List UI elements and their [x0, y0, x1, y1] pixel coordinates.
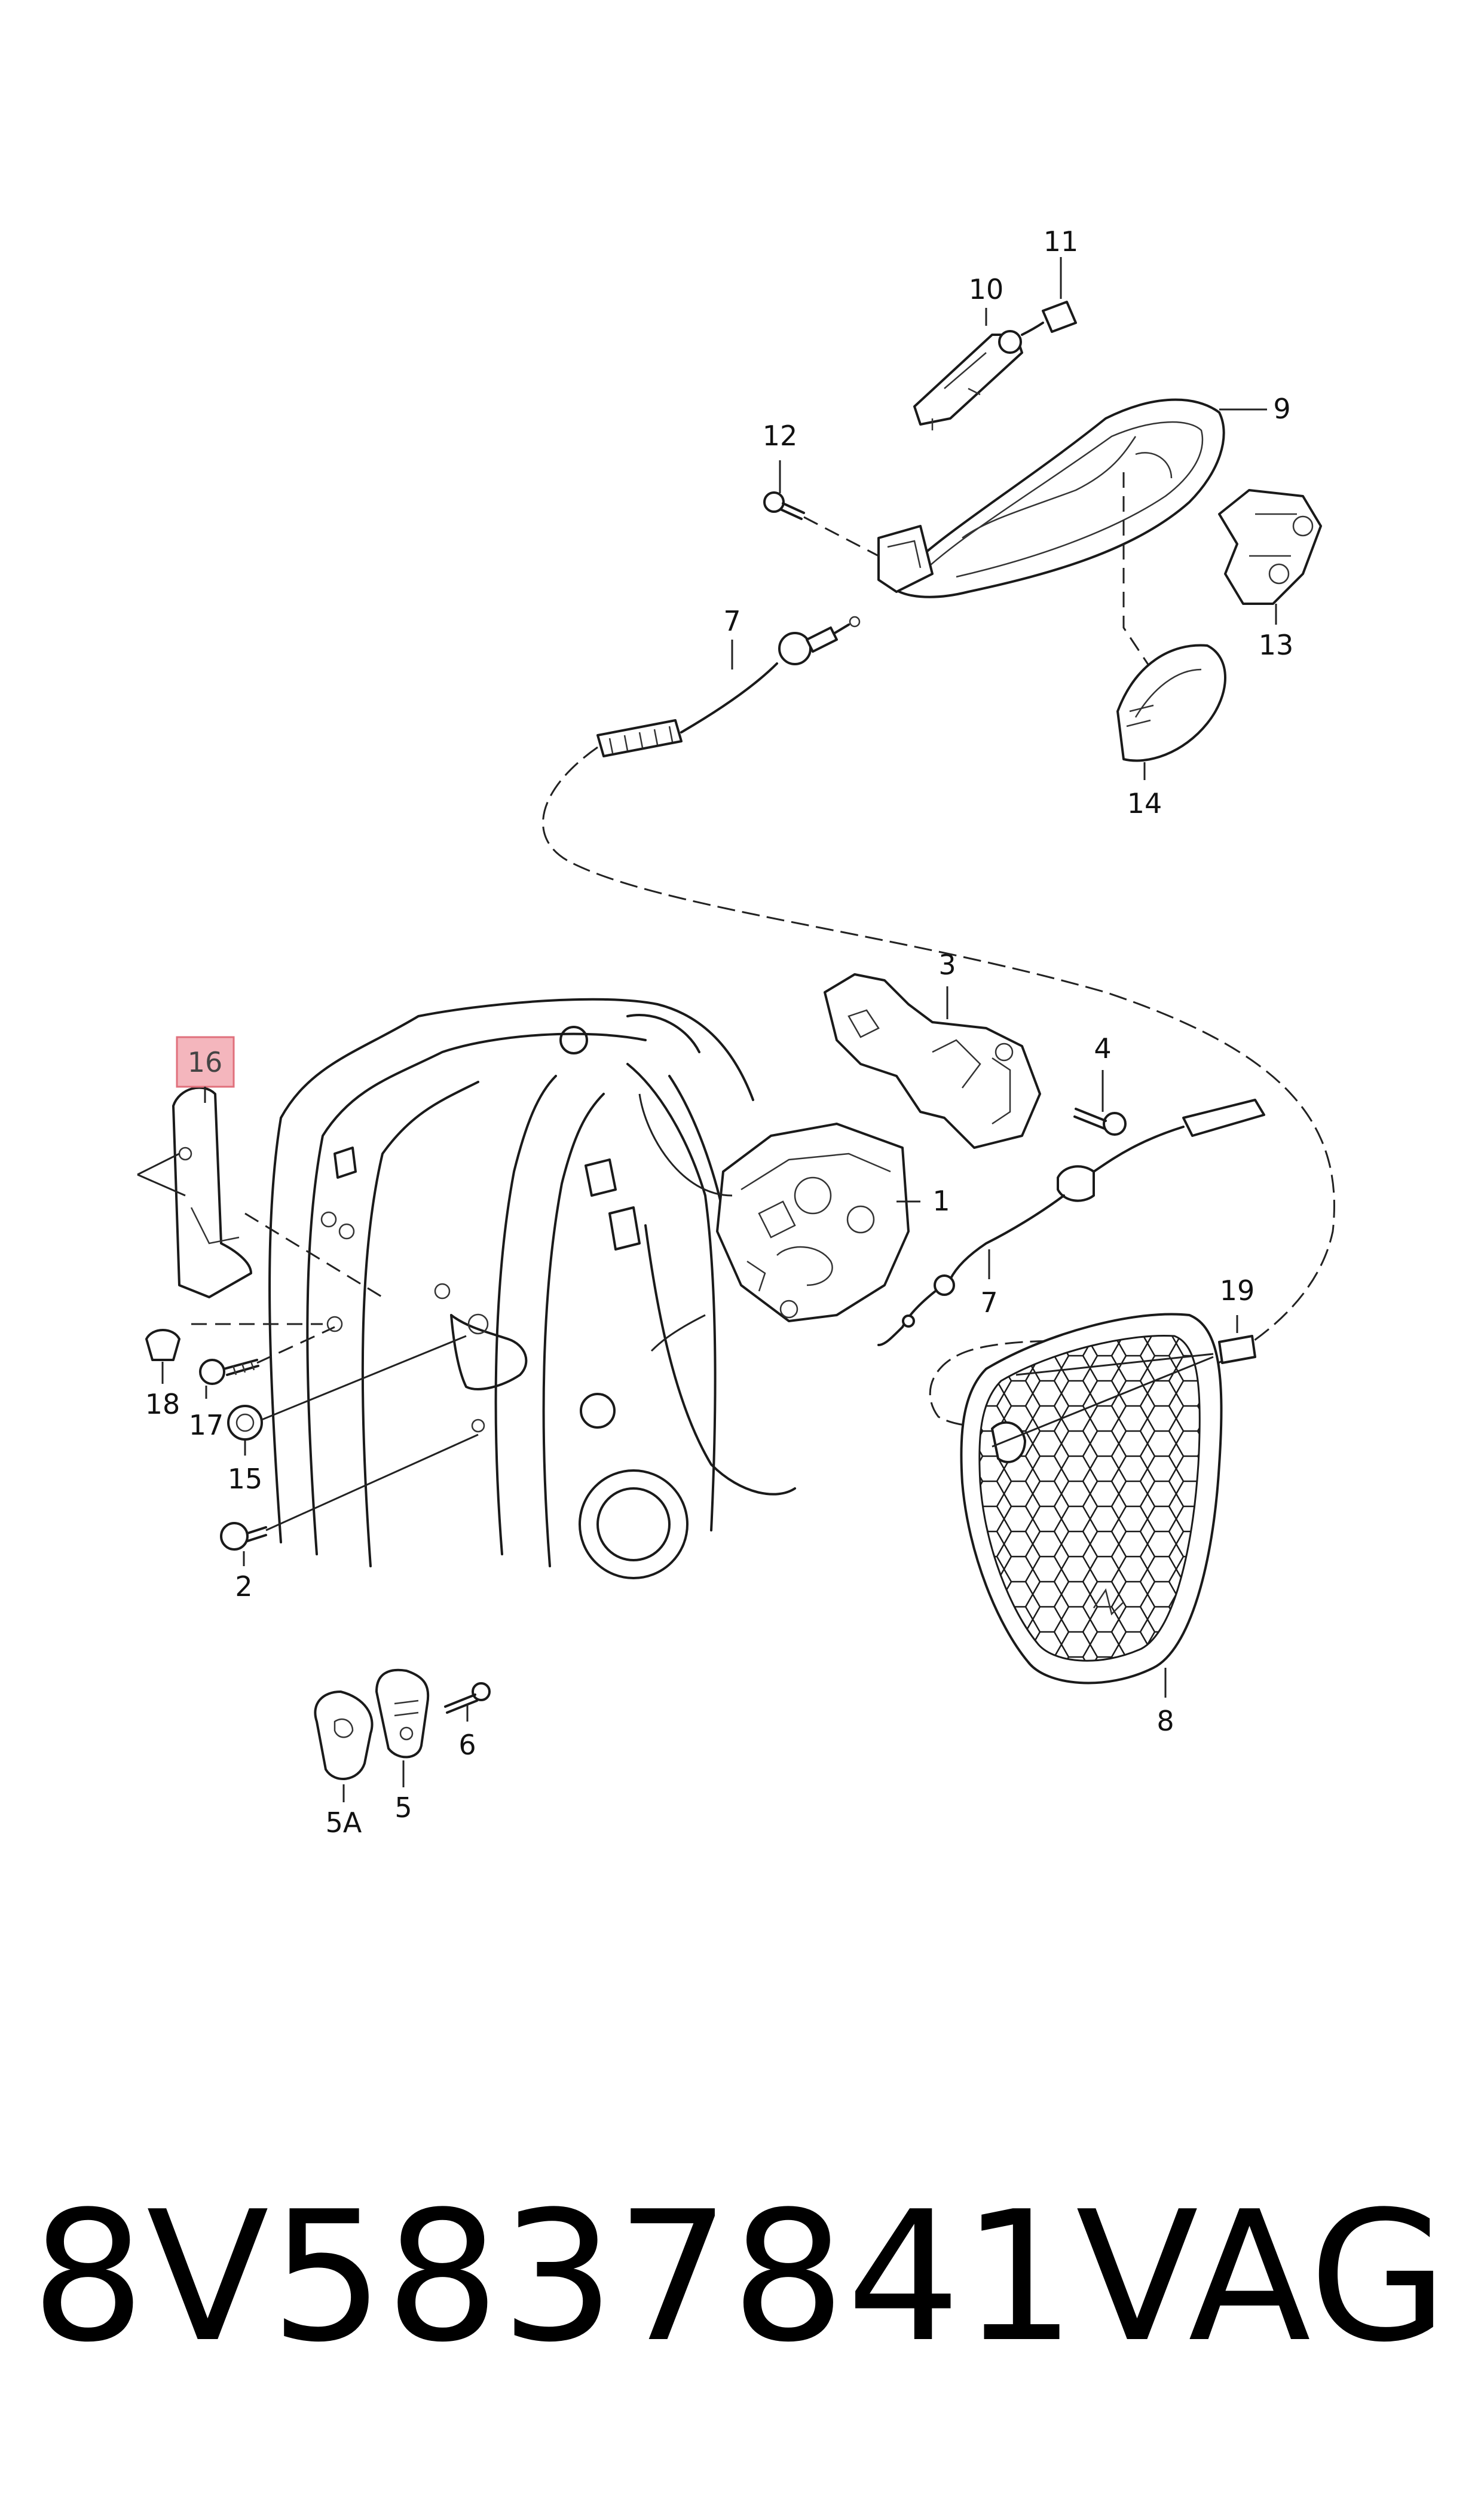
- callout-10: 10: [969, 273, 1004, 305]
- part-2-bolt: [220, 1433, 479, 1566]
- callout-5: 5: [394, 1792, 412, 1824]
- part-17-screw: [199, 1326, 335, 1399]
- callout-16: 16: [188, 1046, 223, 1078]
- part-8-speaker-grille: [960, 1313, 1223, 1698]
- callout-1: 1: [932, 1185, 950, 1217]
- part-5-striker: [375, 1668, 430, 1787]
- callout-14: 14: [1127, 787, 1162, 820]
- part-13-lock-switch: [1218, 489, 1322, 625]
- part-5a-plate: [314, 1690, 374, 1802]
- cable-route-dashed: [542, 746, 1335, 1428]
- callout-8: 8: [1156, 1705, 1174, 1737]
- part-7-upper-cable: [596, 616, 861, 757]
- part-9-inner-handle: [877, 398, 1267, 682]
- part-3-lock-cover: [824, 973, 1041, 1149]
- callout-15: 15: [228, 1463, 263, 1495]
- brand-label: VAG: [1076, 2173, 1449, 2382]
- callout-7-upper: 7: [723, 605, 741, 637]
- callout-6: 6: [458, 1729, 476, 1761]
- door-frame-outline: [268, 998, 796, 1579]
- part-4-screw: [1073, 1070, 1127, 1136]
- callout-5a: 5A: [326, 1806, 362, 1839]
- part-7-lower-cable: [877, 1099, 1265, 1346]
- callout-13: 13: [1259, 629, 1294, 661]
- callout-2: 2: [235, 1570, 252, 1603]
- part-14-bezel: [1116, 644, 1226, 780]
- callout-12: 12: [763, 420, 798, 452]
- part-12-screw: [763, 460, 879, 557]
- callout-9: 9: [1273, 393, 1290, 425]
- callout-18: 18: [145, 1388, 180, 1420]
- part-6-screw: [444, 1682, 491, 1722]
- part-1-door-lock: [638, 1093, 920, 1352]
- part-18-clip: [145, 1329, 180, 1384]
- part-number: 8V5837841: [31, 2173, 1078, 2382]
- callout-17: 17: [189, 1409, 224, 1441]
- callout-7-lower: 7: [980, 1286, 998, 1319]
- part-10-handle-insert: [913, 308, 1023, 430]
- callout-11: 11: [1044, 225, 1079, 258]
- part-19-clip: [992, 1315, 1256, 1448]
- part-11-connector: [1021, 257, 1077, 336]
- callout-4: 4: [1094, 1032, 1111, 1065]
- part-16-trim-cover: [137, 1086, 252, 1298]
- part-15-nut: [227, 1335, 467, 1456]
- callout-19: 19: [1220, 1274, 1255, 1307]
- caption-bar: 8V5837841 VAG: [0, 2152, 1484, 2403]
